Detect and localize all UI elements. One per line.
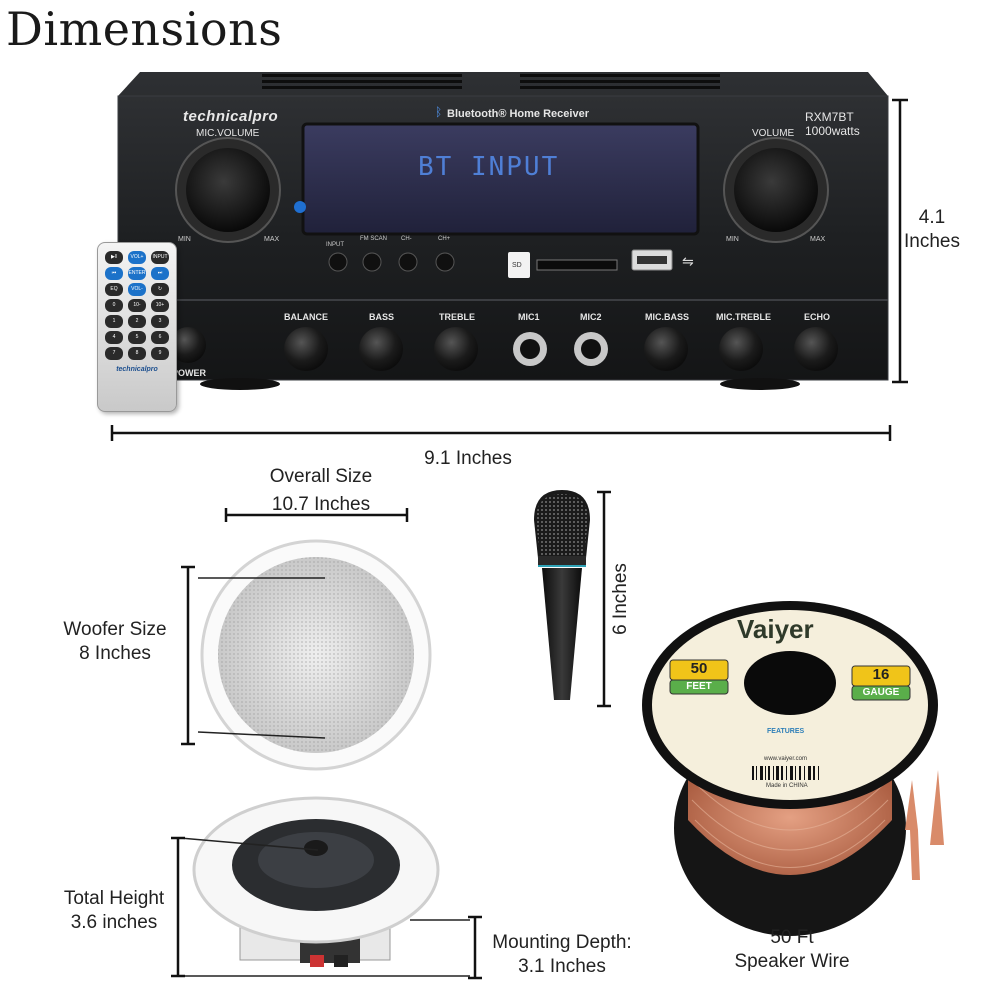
- remote-key[interactable]: ↻: [151, 283, 169, 296]
- receiver-height-label: 4.1 Inches: [904, 207, 960, 252]
- wire-website: www.vaiyer.com: [764, 756, 808, 762]
- knob-label-treble: TREBLE: [439, 312, 475, 322]
- total-height-label: Total Height 3.6 inches: [63, 888, 165, 933]
- woofer-size-label: Woofer Size 8 Inches: [63, 619, 167, 664]
- remote-brand: technicalpro: [116, 366, 158, 373]
- page-title: Dimensions: [6, 2, 283, 56]
- vol-max-label: MAX: [810, 236, 826, 243]
- bluetooth-icon: ᛒ: [435, 105, 443, 119]
- button-label-ch-minus: CH-: [401, 236, 412, 242]
- remote-key[interactable]: 9: [151, 347, 169, 360]
- button-label-fm-scan: FM SCAN: [360, 236, 387, 242]
- wire-length-badge-value: 50: [690, 660, 708, 677]
- remote-key[interactable]: 10-: [128, 299, 146, 312]
- remote-key[interactable]: 3: [151, 315, 169, 328]
- remote-key[interactable]: VOL-: [128, 283, 146, 296]
- speaker-wire-label: 50 Ft Speaker Wire: [734, 927, 850, 972]
- mic-min-label: MIN: [178, 236, 191, 243]
- remote-key[interactable]: 10+: [151, 299, 169, 312]
- receiver-product-label: Bluetooth® Home Receiver: [447, 108, 589, 120]
- receiver-wattage: 1000watts: [805, 124, 860, 138]
- remote-key[interactable]: 2: [128, 315, 146, 328]
- remote-key[interactable]: VOL+: [128, 251, 146, 264]
- receiver-model: RXM7BT: [805, 110, 854, 124]
- knob-label-bass: BASS: [369, 312, 395, 322]
- remote-key[interactable]: ENTER: [128, 267, 146, 280]
- remote-key[interactable]: 0: [105, 299, 123, 312]
- wire-features-heading: FEATURES: [767, 728, 805, 735]
- knob-label-echo: ECHO: [804, 312, 831, 322]
- volume-label: VOLUME: [752, 128, 795, 139]
- overall-size-label: Overall Size 10.7 Inches: [269, 466, 373, 515]
- remote-key[interactable]: ▶‖: [105, 251, 123, 264]
- knob-label-mic-treble: MIC.TREBLE: [716, 312, 771, 322]
- remote-key[interactable]: 5: [128, 331, 146, 344]
- remote-key[interactable]: ⏭: [151, 267, 169, 280]
- knob-label-mic1: MIC1: [518, 312, 540, 322]
- display-text: BT INPUT: [418, 152, 560, 182]
- mounting-depth-label: Mounting Depth: 3.1 Inches: [492, 932, 632, 977]
- remote-key[interactable]: 6: [151, 331, 169, 344]
- remote-key[interactable]: INPUT: [151, 251, 169, 264]
- wire-brand: Vaiyer: [737, 614, 814, 644]
- remote-key[interactable]: 7: [105, 347, 123, 360]
- remote-key[interactable]: 8: [128, 347, 146, 360]
- button-label-ch-plus: CH+: [438, 236, 451, 242]
- remote-key[interactable]: 4: [105, 331, 123, 344]
- knob-label-mic-bass: MIC.BASS: [645, 312, 690, 322]
- remote-key[interactable]: 1: [105, 315, 123, 328]
- wire-length-badge-unit: FEET: [686, 681, 712, 692]
- remote-key[interactable]: EQ: [105, 283, 123, 296]
- mic-max-label: MAX: [264, 236, 280, 243]
- knob-label-mic2: MIC2: [580, 312, 602, 322]
- receiver-width-label: 9.1 Inches: [424, 448, 512, 469]
- button-label-input: INPUT: [326, 242, 344, 248]
- remote-key[interactable]: ⏮: [105, 267, 123, 280]
- vol-min-label: MIN: [726, 236, 739, 243]
- knob-label-balance: BALANCE: [284, 312, 328, 322]
- wire-made-in: Made in CHINA: [766, 783, 808, 789]
- receiver-brand: technicalpro: [183, 108, 279, 125]
- power-label: POWER: [172, 368, 207, 378]
- wire-gauge-badge-unit: GAUGE: [862, 687, 900, 698]
- mic-volume-label: MIC.VOLUME: [196, 128, 260, 139]
- wire-gauge-badge-value: 16: [872, 666, 890, 683]
- sd-label: SD: [512, 262, 522, 269]
- svg-text:⇋: ⇋: [682, 254, 694, 270]
